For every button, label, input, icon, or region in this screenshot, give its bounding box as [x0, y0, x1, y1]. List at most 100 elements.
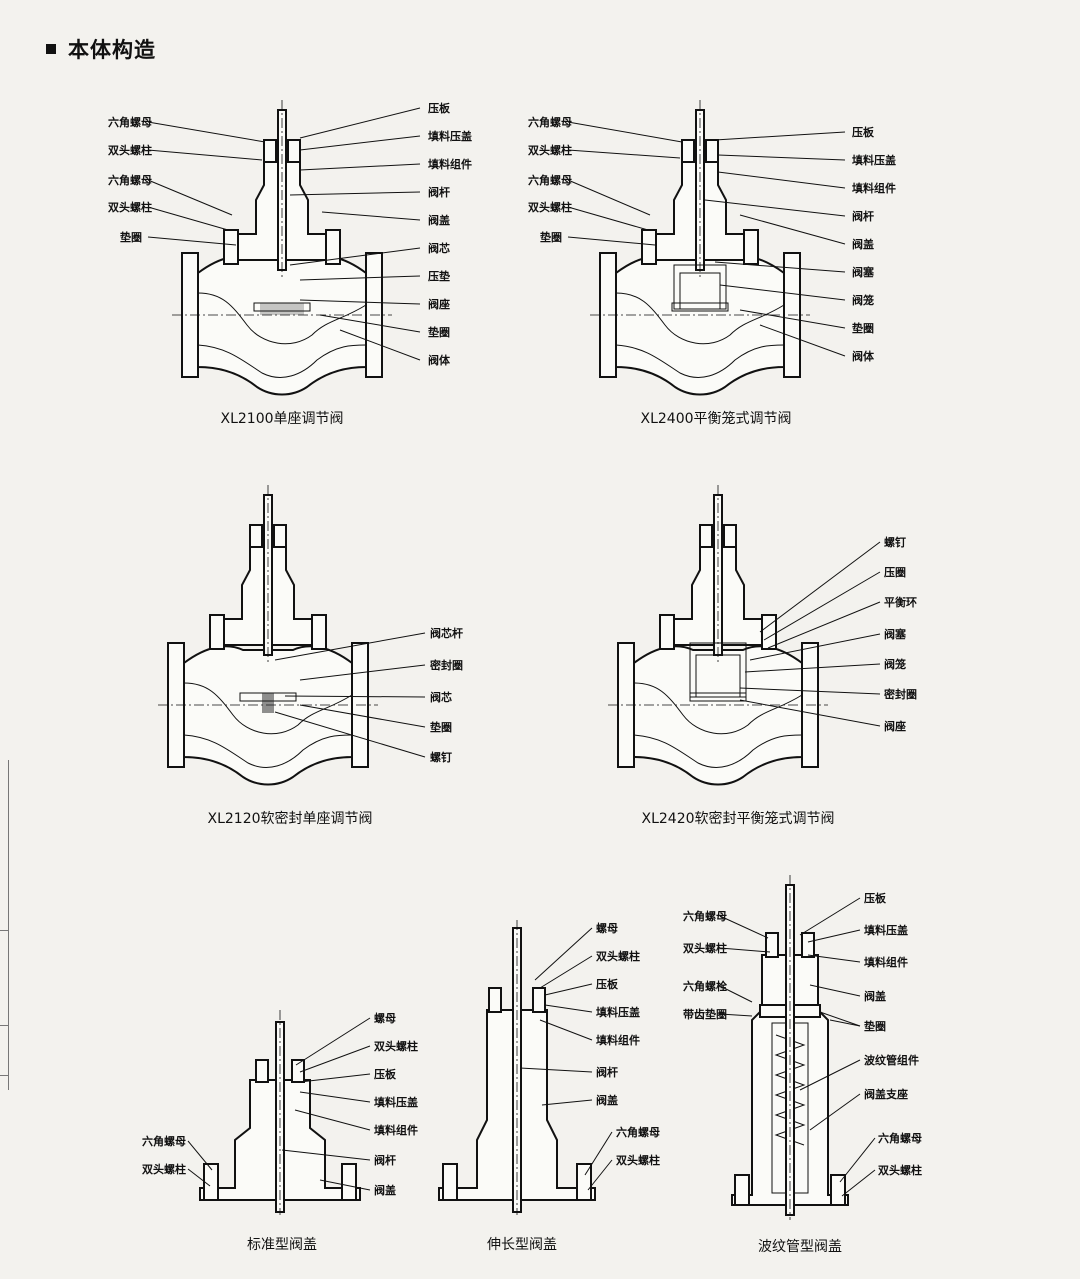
part-label: 阀笼	[884, 657, 906, 671]
part-label: 螺母	[374, 1011, 396, 1025]
xl2120-leaders	[274, 632, 426, 758]
part-label: 双头螺柱	[142, 1162, 186, 1176]
part-label: 六角螺栓	[683, 979, 727, 993]
part-label: 压板	[428, 101, 451, 115]
part-label: 填料组件	[864, 955, 908, 969]
part-label: 阀芯	[430, 690, 452, 704]
part-label: 压板	[596, 977, 619, 991]
part-label: 阀笼	[852, 293, 874, 307]
part-label: 垫圈	[540, 230, 562, 244]
part-label: 阀芯杆	[430, 626, 463, 640]
caption-bellows-bonnet: 波纹管型阀盖	[758, 1239, 842, 1255]
extended-bonnet-right-labels: 螺母 双头螺柱 压板 填料压盖 填料组件 阀杆 阀盖 六角螺母 双头螺柱	[596, 921, 660, 1167]
standard-bonnet-left-labels: 六角螺母 双头螺柱	[142, 1134, 186, 1176]
part-label: 阀杆	[374, 1153, 396, 1167]
part-label: 六角螺母	[528, 173, 572, 187]
caption-xl2100: XL2100单座调节阀	[220, 411, 344, 427]
xl2400-leaders	[567, 121, 846, 357]
bellows-bonnet-diagram	[731, 875, 849, 1220]
part-label: 阀塞	[852, 265, 875, 279]
part-label: 螺钉	[884, 535, 906, 549]
part-label: 填料压盖	[852, 153, 896, 167]
part-label: 双头螺柱	[683, 941, 727, 955]
part-label: 平衡环	[884, 595, 917, 609]
part-label: 填料组件	[596, 1033, 640, 1047]
part-label: 阀体	[428, 353, 451, 367]
part-label: 阀盖支座	[864, 1087, 908, 1101]
part-label: 填料组件	[852, 181, 896, 195]
caption-xl2400: XL2400平衡笼式调节阀	[640, 411, 792, 427]
part-label: 双头螺柱	[528, 143, 572, 157]
label-hex-nut: 六角螺母	[108, 115, 152, 129]
extended-bonnet-diagram	[438, 920, 596, 1215]
xl2420-leaders	[739, 541, 881, 727]
caption-standard-bonnet: 标准型阀盖	[247, 1237, 317, 1253]
xl2400-right-labels: 压板 填料压盖 填料组件 阀杆 阀盖 阀塞 阀笼 垫圈 阀体	[852, 125, 896, 363]
part-label: 阀盖	[428, 213, 450, 227]
extended-bonnet-leaders	[519, 927, 613, 1191]
xl2100-leaders	[147, 107, 421, 361]
standard-bonnet-diagram	[199, 1010, 361, 1215]
xl2100-right-labels: 压板 填料压盖 填料组件 阀杆 阀盖 阀芯 压垫 阀座 垫圈 阀体	[428, 101, 472, 367]
caption-extended-bonnet: 伸长型阀盖	[487, 1237, 557, 1253]
part-label: 六角螺母	[683, 909, 727, 923]
part-label: 填料组件	[374, 1123, 418, 1137]
bellows-bonnet-leaders	[719, 897, 876, 1197]
bellows-bonnet-left-labels: 六角螺母 双头螺柱 六角螺栓 带齿垫圈	[683, 909, 727, 1021]
xl2100-diagram	[171, 99, 393, 396]
part-label: 压板	[374, 1067, 397, 1081]
label-stud-bolt: 双头螺柱	[108, 143, 152, 157]
part-label: 双头螺柱	[374, 1039, 418, 1053]
part-label: 阀盖	[374, 1183, 396, 1197]
part-label: 阀盖	[864, 989, 886, 1003]
xl2420-diagram	[607, 484, 829, 786]
part-label: 六角螺母	[142, 1134, 186, 1148]
standard-bonnet-leaders	[187, 1017, 371, 1191]
xl2420-right-labels: 螺钉 压圈 平衡环 阀塞 阀笼 密封圈 阀座	[884, 535, 917, 733]
part-label: 垫圈	[428, 325, 450, 339]
part-label: 六角螺母	[616, 1125, 660, 1139]
part-label: 双头螺柱	[528, 200, 572, 214]
part-label: 六角螺母	[878, 1131, 922, 1145]
part-label: 压板	[864, 891, 887, 905]
part-label: 压圈	[884, 565, 906, 579]
xl2400-diagram	[589, 99, 811, 396]
bellows-bonnet-right-labels: 压板 填料压盖 填料组件 阀盖 垫圈 波纹管组件 阀盖支座 六角螺母 双头螺柱	[864, 891, 922, 1177]
part-label: 阀盖	[596, 1093, 618, 1107]
part-label: 阀塞	[884, 627, 907, 641]
part-label: 填料压盖	[864, 923, 908, 937]
label-hex-nut-2: 六角螺母	[108, 173, 152, 187]
part-label: 垫圈	[852, 321, 874, 335]
part-label: 垫圈	[864, 1019, 886, 1033]
part-label: 阀盖	[852, 237, 874, 251]
left-edge-rule	[0, 760, 9, 1090]
standard-bonnet-right-labels: 螺母 双头螺柱 压板 填料压盖 填料组件 阀杆 阀盖	[374, 1011, 418, 1197]
part-label: 阀杆	[596, 1065, 618, 1079]
part-label: 阀体	[852, 349, 875, 363]
part-label: 阀座	[428, 297, 450, 311]
xl2120-diagram	[157, 484, 379, 786]
part-label: 填料压盖	[374, 1095, 418, 1109]
caption-xl2120: XL2120软密封单座调节阀	[207, 811, 373, 827]
part-label: 带齿垫圈	[683, 1007, 727, 1021]
part-label: 阀芯	[428, 241, 450, 255]
part-label: 阀杆	[428, 185, 450, 199]
xl2120-right-labels: 阀芯杆 密封圈 阀芯 垫圈 螺钉	[430, 626, 463, 764]
section-title: 本体构造	[68, 38, 156, 62]
label-stud-bolt-2: 双头螺柱	[108, 200, 152, 214]
label-gasket: 垫圈	[120, 230, 142, 244]
part-label: 压板	[852, 125, 875, 139]
part-label: 双头螺柱	[596, 949, 640, 963]
part-label: 密封圈	[430, 658, 463, 672]
part-label: 六角螺母	[528, 115, 572, 129]
part-label: 填料压盖	[428, 129, 472, 143]
part-label: 压垫	[428, 269, 450, 283]
xl2100-left-labels: 六角螺母 双头螺柱 六角螺母 双头螺柱 垫圈	[108, 115, 152, 244]
part-label: 填料压盖	[596, 1005, 640, 1019]
part-label: 垫圈	[430, 720, 452, 734]
heading-square-icon	[46, 44, 56, 54]
part-label: 阀杆	[852, 209, 874, 223]
xl2400-left-labels: 六角螺母 双头螺柱 六角螺母 双头螺柱 垫圈	[528, 115, 572, 244]
part-label: 双头螺柱	[878, 1163, 922, 1177]
